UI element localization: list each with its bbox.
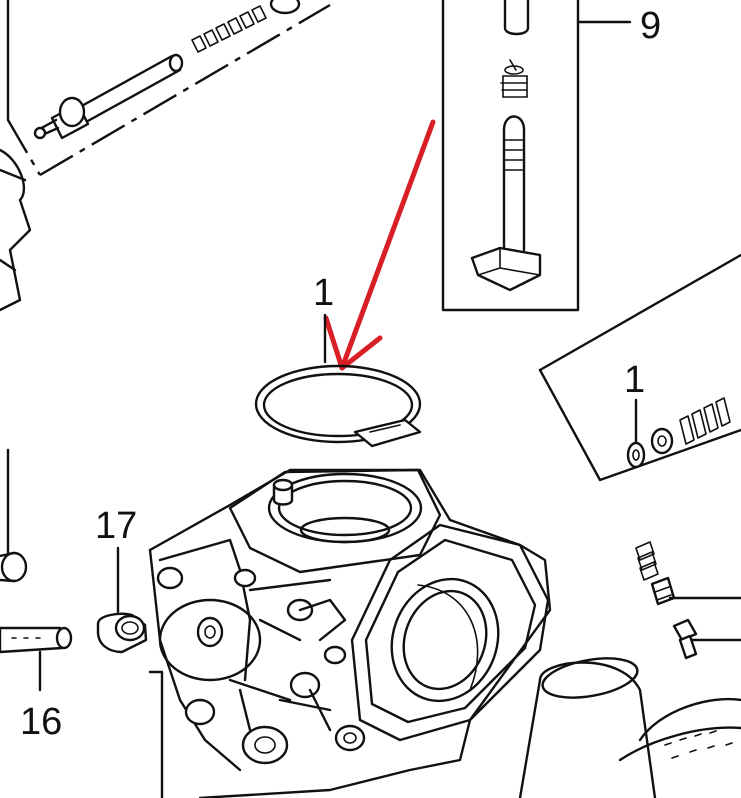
red-arrow (323, 119, 436, 371)
callout-9: 9 (640, 5, 661, 47)
needle (470, 115, 542, 292)
callout-17: 17 (95, 505, 137, 547)
spring-top (191, 0, 301, 53)
left-parts (0, 448, 148, 692)
washer-spring-set (626, 397, 731, 469)
carburetor-body (148, 468, 552, 798)
part-16-jet (0, 626, 73, 692)
right-jets (635, 541, 741, 660)
needle-jet-box (441, 0, 632, 312)
callout-1-washer: 1 (624, 359, 645, 401)
air-funnel (518, 657, 741, 798)
callout-16: 16 (20, 701, 62, 743)
o-ring-gasket (254, 313, 422, 448)
callout-1-gasket: 1 (313, 272, 334, 314)
needle-spring (500, 59, 528, 98)
mixture-screw (33, 53, 184, 140)
part-17-cap (96, 546, 148, 654)
right-parts-box (538, 253, 741, 482)
pilot-screw-assembly (0, 0, 331, 312)
